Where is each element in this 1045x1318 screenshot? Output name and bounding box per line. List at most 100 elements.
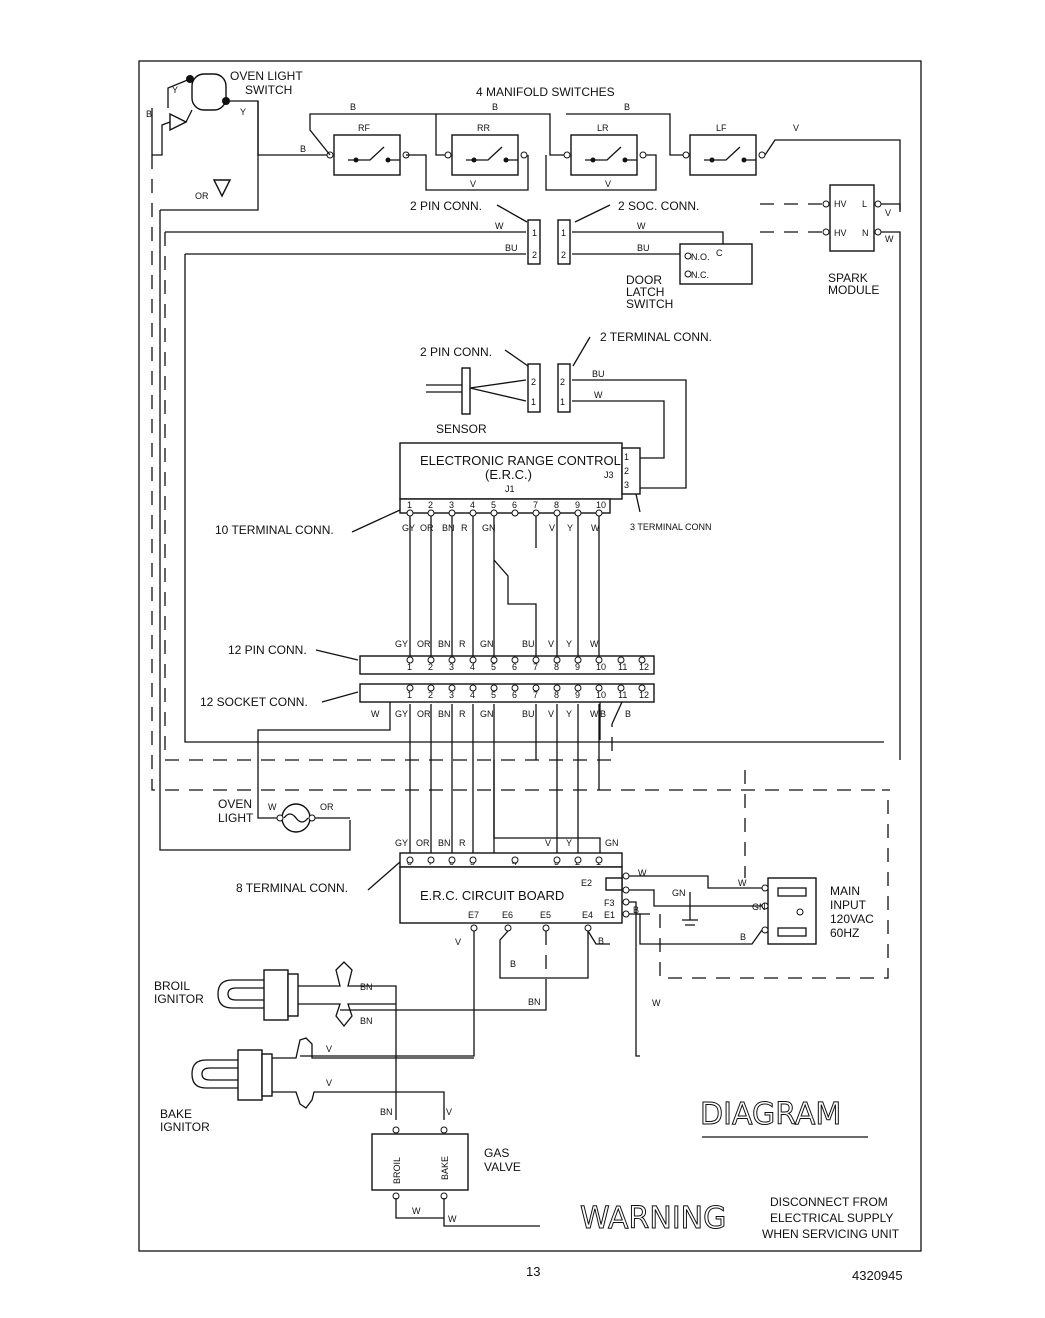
wire-label: W [652, 998, 661, 1008]
wire-label: W [638, 868, 647, 878]
wire-label: V [793, 123, 799, 133]
wire-color-label: V [548, 639, 554, 649]
pin-number: 12 [639, 690, 649, 700]
two-pin-conn-label: 2 PIN CONN. [410, 199, 482, 213]
wire-label: W [448, 1214, 457, 1224]
terminal [553, 509, 561, 517]
terminal [574, 856, 582, 864]
wire-label: B [625, 709, 631, 719]
door-latch-nc: N.C. [691, 270, 709, 280]
two-soc-conn-label: 2 SOC. CONN. [618, 199, 699, 213]
page-number: 13 [526, 1264, 540, 1279]
terminal [490, 684, 498, 692]
twelve-pin-conn-label: 12 PIN CONN. [228, 643, 307, 657]
broil-ignitor-label-1: BROIL [154, 979, 190, 993]
wire-color-label: Y [566, 838, 572, 848]
wire-label: V [326, 1044, 332, 1054]
wire-label: GN [752, 902, 766, 912]
spark-hv-2: HV [834, 228, 847, 238]
terminal [511, 656, 519, 664]
oven-light-switch-label-2: SWITCH [245, 83, 292, 97]
wire-color-label: BN [438, 639, 451, 649]
wire-color-label: Y [566, 709, 572, 719]
pin-number: 1 [407, 690, 412, 700]
pin-number: 9 [575, 690, 580, 700]
pin-number: 7 [533, 690, 538, 700]
wire-label: B [350, 102, 356, 112]
wire-color-label: GY [395, 709, 408, 719]
pin-number: 3 [449, 500, 454, 510]
switch-rf-label: RF [358, 123, 370, 133]
two-terminal-conn-label: 2 TERMINAL CONN. [600, 330, 712, 344]
wire-color-label: R [461, 523, 468, 533]
valve-bake-label: BAKE [440, 1156, 450, 1180]
wire-label: V [470, 179, 476, 189]
wire-color-label: W [590, 709, 599, 719]
terminal [406, 856, 414, 864]
wire-color-label: GN [482, 523, 496, 533]
pin-number: 8 [554, 662, 559, 672]
terminal [406, 509, 414, 517]
pin-number: 8 [554, 690, 559, 700]
terminal [532, 656, 540, 664]
wire-label: V [605, 179, 611, 189]
wire-label: W [738, 878, 747, 888]
wire-label: W [495, 221, 504, 231]
gas-valve-label-1: GAS [484, 1146, 509, 1160]
doc-number: 4320945 [852, 1268, 903, 1283]
gas-valve-label-2: VALVE [484, 1160, 521, 1174]
pin-number: 10 [596, 662, 606, 672]
pin-number: 2 [428, 500, 433, 510]
wire [493, 559, 537, 656]
terminal [574, 656, 582, 664]
board-lower-wiring: V B B BN [300, 930, 610, 1057]
terminal [448, 509, 456, 517]
wire-color-label: OR [417, 639, 431, 649]
wire-label: Y [172, 85, 178, 95]
wire-label: B [624, 102, 630, 112]
terminal [617, 656, 625, 664]
wire-label: BN [360, 982, 373, 992]
board-e6: E6 [502, 910, 513, 920]
wire-color-label: GY [402, 523, 415, 533]
wire-label: B [146, 109, 152, 119]
main-input-label-4: 60HZ [830, 926, 859, 940]
wire-label: B [300, 144, 306, 154]
switch-rr-label: RR [477, 123, 490, 133]
wire-color-label: GY [395, 639, 408, 649]
wire-label: BU [505, 243, 518, 253]
wire-label: OR [195, 191, 209, 201]
terminal [469, 509, 477, 517]
board-e2: E2 [581, 878, 592, 888]
board-f3: F3 [604, 898, 615, 908]
terminal [511, 856, 519, 864]
warning-line-1: DISCONNECT FROM [770, 1195, 888, 1209]
wire-label: W [412, 1206, 421, 1216]
pin-number: 11 [618, 662, 627, 672]
warning-line-2: ELECTRICAL SUPPLY [770, 1211, 893, 1225]
sensor-label: SENSOR [436, 422, 487, 436]
pin-num: 3 [624, 480, 629, 490]
wire-color-label: OR [416, 838, 430, 848]
main-input-label-1: MAIN [830, 884, 860, 898]
wire-label: BU [592, 369, 605, 379]
terminal [406, 684, 414, 692]
door-latch-section: 2 PIN CONN. 2 SOC. CONN. 1 2 1 2 N.O. N.… [165, 199, 753, 311]
pin-number: 7 [533, 662, 538, 672]
wire-label: B [510, 959, 516, 969]
wire-color-label: R [459, 639, 466, 649]
bake-ignitor: BAKE IGNITOR V V [160, 1037, 474, 1134]
wire-label: Y [240, 107, 246, 117]
terminal [595, 684, 603, 692]
erc-title: ELECTRONIC RANGE CONTROL [420, 453, 621, 468]
terminal [427, 856, 435, 864]
pin-number: 6 [512, 690, 517, 700]
pin-number: 5 [491, 500, 496, 510]
pin-number: 3 [449, 662, 454, 672]
terminal [532, 509, 540, 517]
door-latch-label-1: DOOR [626, 273, 662, 287]
wire-label: BN [360, 1016, 373, 1026]
wire-color-label: R [459, 838, 466, 848]
terminal [511, 509, 519, 517]
wire-color-label: GN [480, 709, 494, 719]
